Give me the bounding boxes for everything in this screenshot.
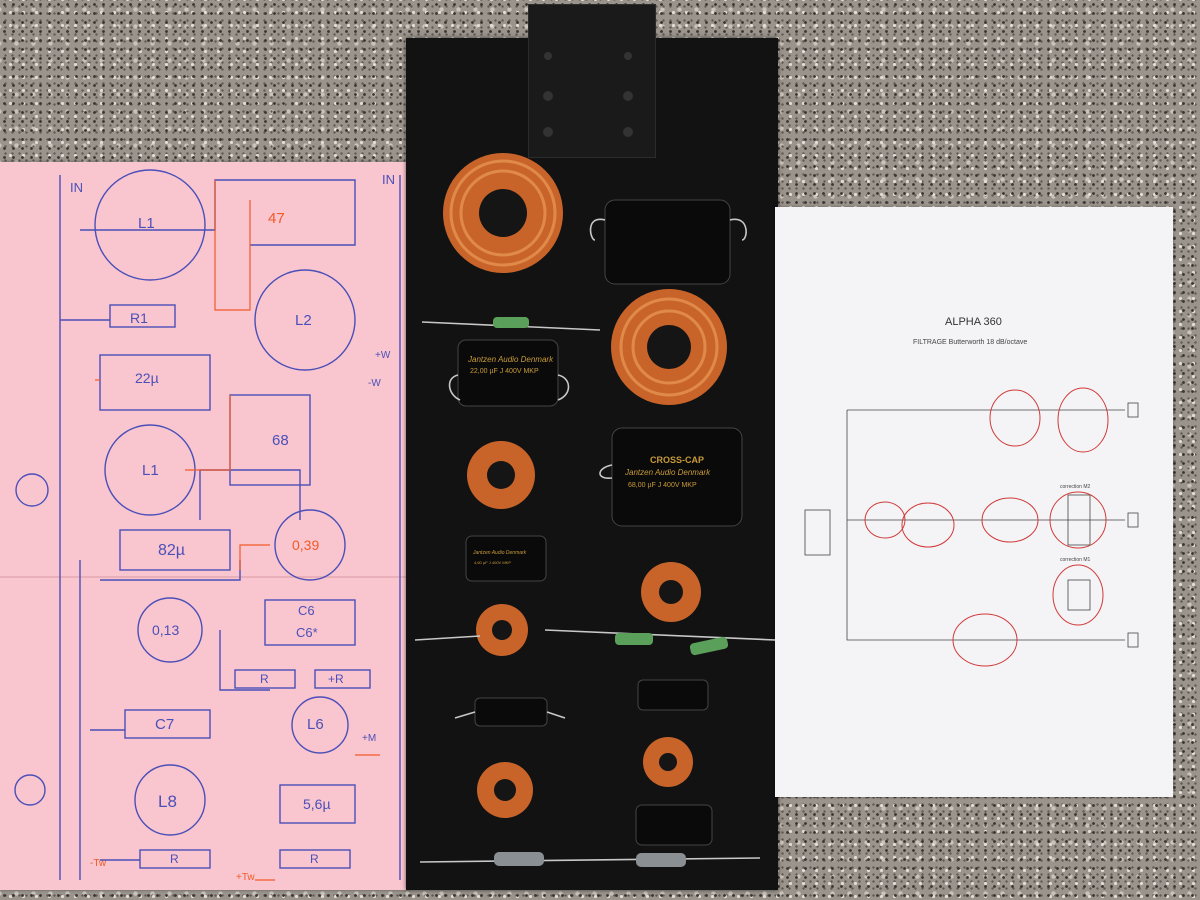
printed-schematic-sheet [775, 207, 1173, 797]
label-in-left: IN [70, 180, 83, 195]
label-82u: 82µ [158, 542, 186, 559]
cap-small-brand: Jantzen Audio Denmark [473, 550, 527, 556]
label-plus-r: +R [328, 672, 344, 686]
label-l1: L1 [138, 215, 155, 232]
note-correction-m2: correction M2 [1060, 484, 1091, 490]
label-r-mid: R [260, 672, 269, 686]
label-c6-star: C6* [296, 625, 318, 640]
red-marker-circles [864, 387, 1109, 667]
label-013: 0,13 [152, 622, 180, 638]
cap68-value: 68,00 µF J 400V MKP [628, 482, 697, 489]
label-c6: C6 [298, 603, 315, 618]
label-minus-w: -W [368, 378, 381, 389]
cap22-brand: Jantzen Audio Denmark [468, 355, 554, 364]
paper-fold-line [0, 576, 410, 578]
label-039: 0,39 [292, 537, 320, 553]
label-l6: L6 [307, 716, 324, 733]
label-l1-lower: L1 [142, 462, 159, 479]
cap-small-value: 4,60 µF J 400V MKP [474, 560, 511, 565]
label-47: 47 [268, 210, 285, 227]
label-68: 68 [272, 432, 289, 449]
cap22-value: 22,00 µF J 400V MKP [470, 368, 539, 375]
film-capacitors [457, 199, 743, 846]
label-l8: L8 [158, 792, 177, 811]
printed-schematic-lines [804, 402, 1139, 648]
hand-drawn-orange-wiring [95, 180, 380, 881]
cap68-title: CROSS-CAP [650, 455, 705, 465]
resistors [493, 317, 729, 867]
schematic-subtitle: FILTRAGE Butterworth 18 dB/octave [913, 339, 1028, 346]
bracket-bolts [543, 52, 633, 137]
label-plus-m: +M [362, 733, 377, 744]
pink-schematic-sheet [0, 162, 410, 890]
label-r-bottom-left: R [170, 852, 179, 866]
label-r1: R1 [130, 310, 148, 326]
schematic-title: ALPHA 360 [945, 316, 1002, 328]
hand-drawn-wiring [14, 169, 401, 880]
air-core-inductors [443, 153, 727, 818]
label-minus-tw: -Tw [90, 858, 107, 869]
label-22u: 22µ [135, 370, 159, 386]
label-in-right: IN [382, 172, 395, 187]
label-plus-w: +W [375, 350, 391, 361]
label-l2: L2 [295, 312, 312, 329]
label-c7: C7 [155, 716, 175, 733]
label-r-bottom-right: R [310, 852, 319, 866]
label-plus-tw: +Tw [236, 872, 255, 883]
cap68-brand: Jantzen Audio Denmark [625, 468, 711, 477]
note-correction-m1: correction M1 [1060, 557, 1091, 563]
label-56u: 5,6µ [303, 796, 331, 812]
